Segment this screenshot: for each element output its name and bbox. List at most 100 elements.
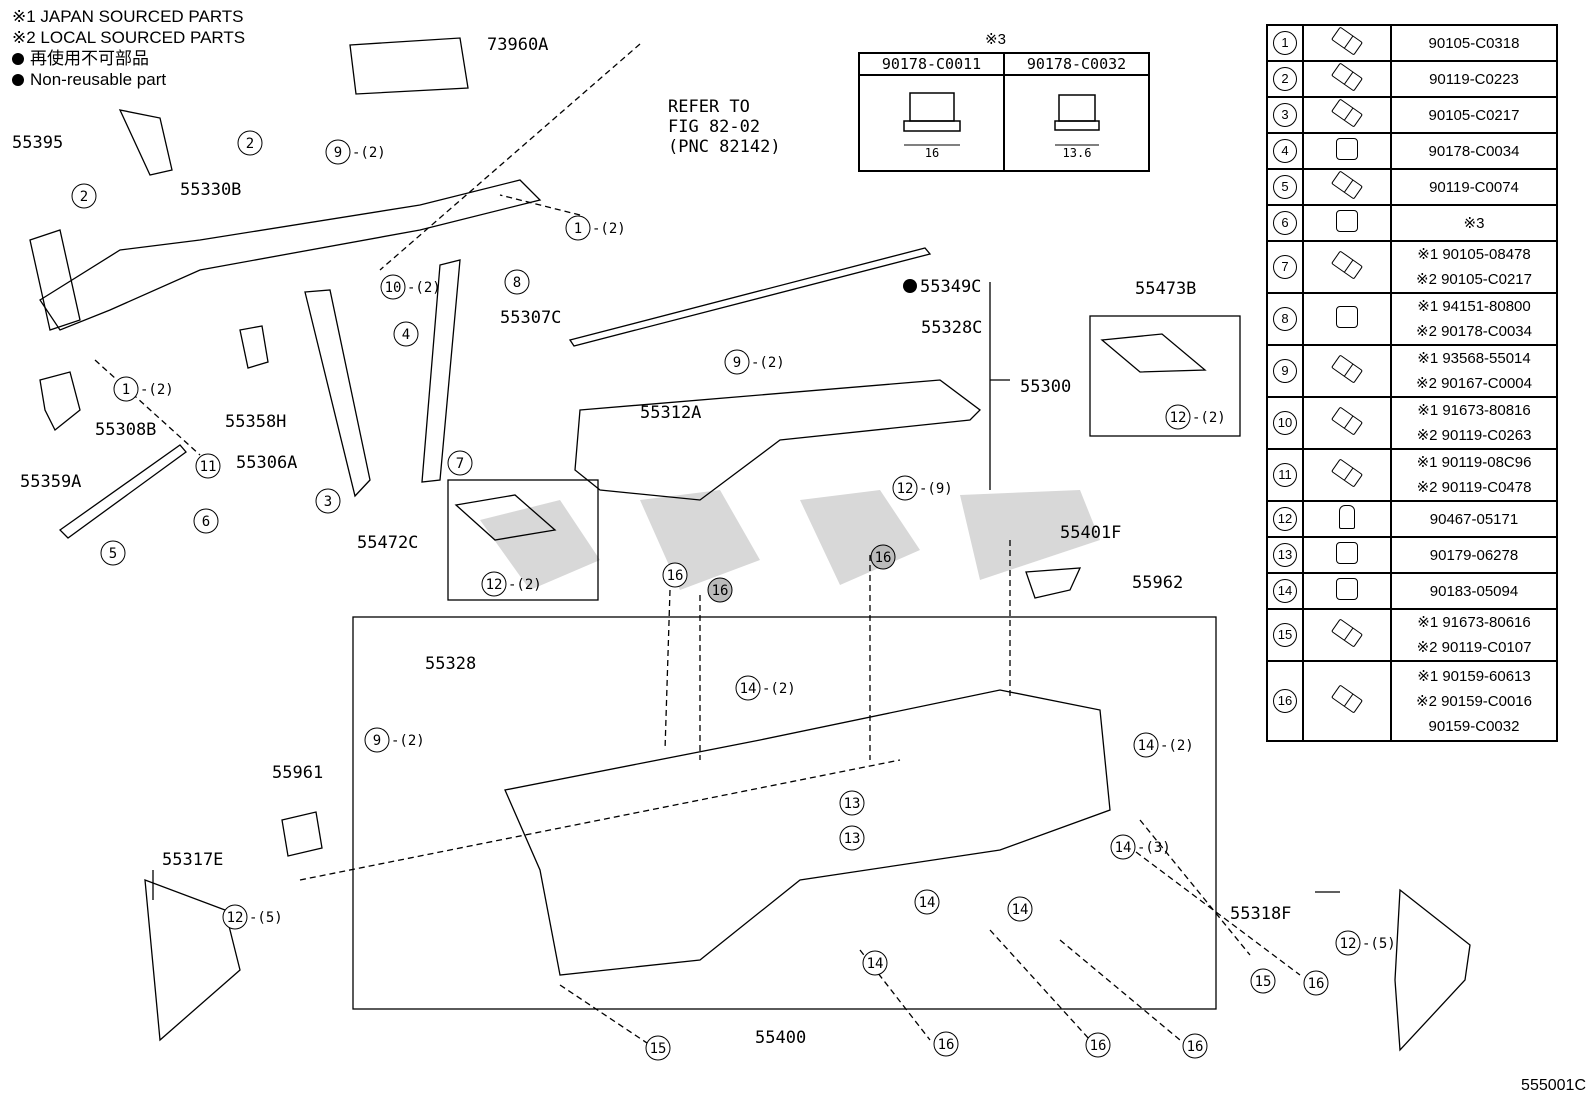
part-number: ※2 90119-C0107: [1416, 639, 1532, 656]
parts-table-row: 9※1 93568-55014※2 90167-C0004: [1266, 344, 1558, 398]
callout-circle: [735, 675, 761, 701]
parts-table-row: 8※1 94151-80800※2 90178-C0034: [1266, 292, 1558, 346]
callout-circle: [892, 475, 918, 501]
callout-number: 16: [1308, 976, 1325, 992]
part-number: ※1 94151-80800: [1417, 298, 1531, 315]
callout-number: 11: [200, 459, 217, 475]
callout-circle: [325, 139, 351, 165]
callout-circle: [1085, 1032, 1111, 1058]
nut-part-2: 90178-C0032: [1003, 52, 1150, 76]
nut-icon: [1336, 578, 1358, 600]
non-reusable-dot-icon: [12, 53, 24, 65]
callout-number: 12: [1170, 410, 1187, 426]
callout-c16c: 16: [870, 544, 896, 570]
part-number: 90105-C0318: [1428, 34, 1520, 52]
callout-circle: [1303, 970, 1329, 996]
legend: ※1 JAPAN SOURCED PARTS ※2 LOCAL SOURCED …: [12, 6, 245, 90]
label-55306a: 55306A: [236, 453, 297, 473]
ref-number: 7: [1273, 255, 1297, 279]
part-number: ※1 91673-80816: [1417, 402, 1531, 419]
label-55328c: 55328C: [921, 318, 982, 338]
callout-number: 7: [456, 456, 464, 472]
part-number: ※1 90119-08C96: [1416, 454, 1532, 471]
callout-c2b: 2: [71, 183, 97, 209]
callout-circle: [724, 349, 750, 375]
bracket-55358h: [239, 325, 269, 369]
non-reusable-dot-icon: [12, 74, 24, 86]
callout-c13b: 13: [839, 825, 865, 851]
part-number: ※2 90178-C0034: [1416, 323, 1532, 340]
callout-c16a: 16: [662, 562, 688, 588]
part-number: 90159-C0032: [1428, 717, 1520, 735]
side-bracket: [29, 229, 81, 331]
callout-number: 12: [1340, 936, 1357, 952]
figure-id: 555001C: [1521, 1077, 1586, 1094]
ref-number: 12: [1273, 507, 1297, 531]
callout-quantity: -(2): [391, 733, 425, 749]
ref-number: 5: [1273, 175, 1297, 199]
part-number: 90119-C0074: [1429, 178, 1519, 196]
part-number: ※1 90105-08478: [1417, 246, 1531, 263]
callout-circle: [222, 904, 248, 930]
callout-number: 14: [1115, 840, 1132, 856]
callout-circle: [380, 274, 406, 300]
callout-number: 14: [919, 895, 936, 911]
callout-circle: [645, 1035, 671, 1061]
callout-circle: [504, 269, 530, 295]
callout-circle: [71, 183, 97, 209]
callout-number: 9: [334, 145, 342, 161]
nut-icon: [1336, 542, 1358, 564]
callout-circle: [447, 450, 473, 476]
box-55473b: [1089, 315, 1241, 437]
callout-c16f: 16: [1085, 1032, 1111, 1058]
callout-number: 15: [650, 1041, 667, 1057]
callout-quantity: -(2): [592, 221, 626, 237]
nut-icon: [1336, 210, 1358, 232]
parts-table-row: 10 ※1 91673-80816 ※2 90119-C0263: [1266, 396, 1558, 450]
callout-number: 13: [844, 796, 861, 812]
refer-note: REFER TO FIG 82-02 (PNC 82142): [668, 97, 781, 157]
label-55317e: 55317E: [162, 850, 223, 870]
ref-number: 6: [1273, 211, 1297, 235]
part-number: ※1 91673-80616: [1417, 614, 1531, 631]
callout-number: 16: [875, 550, 892, 566]
callout-c4: 4: [393, 321, 419, 347]
callout-number: 8: [513, 275, 521, 291]
label-55300: 55300: [1020, 377, 1071, 397]
flange-nut-icon: 16: [902, 92, 961, 160]
clip-icon: [1339, 505, 1355, 529]
ref-number: 2: [1273, 67, 1297, 91]
part-number: ※2 90167-C0004: [1416, 375, 1532, 392]
callout-circle: [933, 1031, 959, 1057]
callout-quantity: -(3): [1137, 840, 1171, 856]
callout-circle: [1182, 1033, 1208, 1059]
ref-number: 16: [1273, 689, 1297, 713]
callout-circle: [237, 130, 263, 156]
callout-number: 6: [202, 514, 210, 530]
label-55358h: 55358H: [225, 412, 286, 432]
reinforcement-beam: [39, 179, 542, 331]
callout-c5: 5: [100, 540, 126, 566]
ref-number: 10: [1273, 411, 1297, 435]
callout-c16e: 16: [933, 1031, 959, 1057]
label-55308b: 55308B: [95, 420, 156, 440]
callout-c16b: 16: [707, 577, 733, 603]
callout-circle: [481, 571, 507, 597]
callout-c12a: 12-(2): [1165, 404, 1226, 430]
callout-number: 16: [1090, 1038, 1107, 1054]
ref-number: 13: [1273, 543, 1297, 567]
ref-number: 15: [1273, 623, 1297, 647]
callout-c8: 8: [504, 269, 530, 295]
callout-c14f: 14: [862, 950, 888, 976]
callout-c6: 6: [193, 508, 219, 534]
parts-table-row: 11※1 90119-08C96※2 90119-C0478: [1266, 448, 1558, 502]
callout-c9a: 9-(2): [325, 139, 386, 165]
part-number: ※2 90105-C0217: [1416, 271, 1532, 288]
part-number: 90183-05094: [1429, 582, 1519, 600]
part-number: ※2 90119-C0263: [1416, 427, 1532, 444]
ref-number: 4: [1273, 139, 1297, 163]
callout-quantity: -(2): [762, 681, 796, 697]
side-cover-55317e: [144, 879, 241, 1042]
